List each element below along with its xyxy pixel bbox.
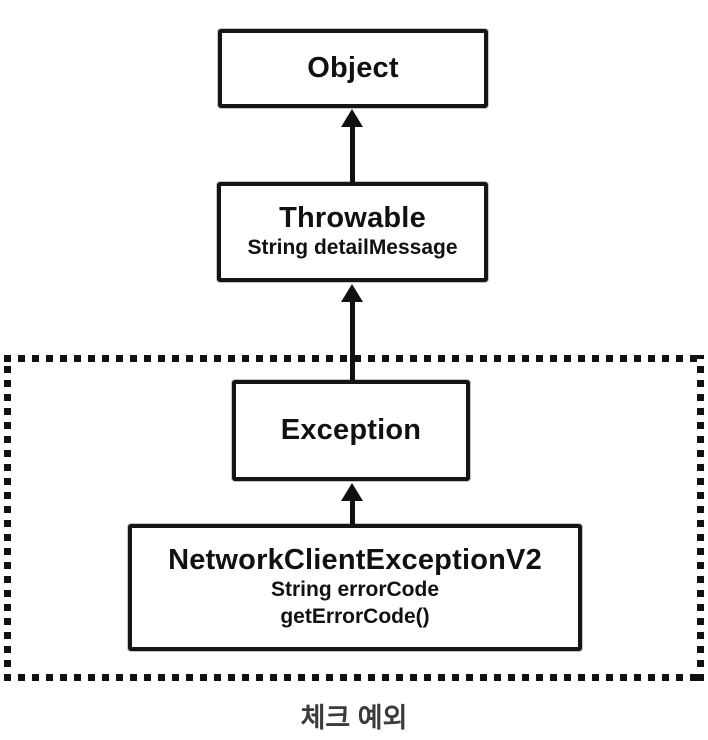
class-name-exception: Exception [280, 413, 422, 446]
class-method-get-error-code: getErrorCode() [280, 605, 430, 629]
arrowhead-up-icon [341, 483, 363, 501]
arrowhead-up-icon [341, 284, 363, 302]
diagram-caption: 체크 예외 [300, 703, 408, 733]
class-node-throwable: Throwable String detailMessage [217, 182, 488, 282]
arrow-shaft [350, 497, 355, 525]
class-node-object: Object [218, 29, 488, 108]
arrow-shaft [350, 298, 355, 380]
class-field-error-code: String errorCode [270, 578, 440, 602]
class-name-object: Object [307, 51, 399, 84]
inheritance-arrow-networkclientexceptionv2-to-exception [341, 483, 363, 525]
inheritance-arrow-throwable-to-object [341, 109, 363, 183]
inheritance-arrow-exception-to-throwable [341, 284, 363, 380]
class-field-detail-message: String detailMessage [247, 236, 458, 260]
class-name-throwable: Throwable [279, 201, 426, 234]
class-node-exception: Exception [232, 380, 470, 481]
arrow-shaft [350, 123, 355, 183]
class-node-networkclientexceptionv2: NetworkClientExceptionV2 String errorCod… [128, 524, 582, 651]
arrowhead-up-icon [341, 109, 363, 127]
class-name-networkclientexceptionv2: NetworkClientExceptionV2 [168, 543, 542, 576]
